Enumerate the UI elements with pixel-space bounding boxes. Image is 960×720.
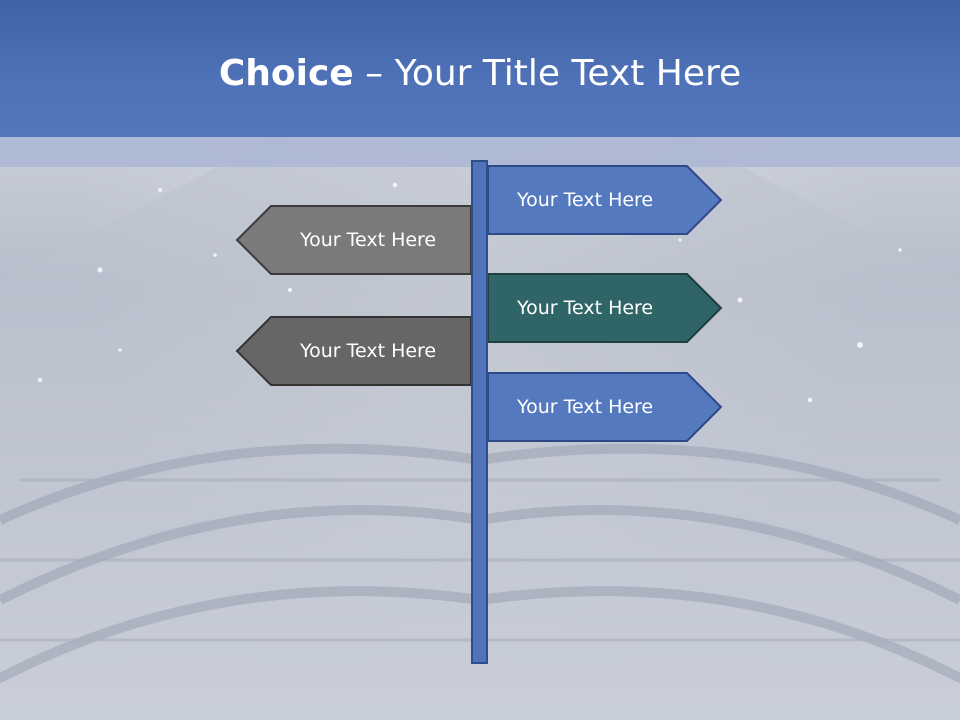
slide-title: Choice – Your Title Text Here	[0, 52, 960, 96]
sign-right-2-label: Your Text Here	[517, 297, 654, 319]
sign-left-1: Your Text Here	[235, 205, 472, 275]
sign-right-1-label: Your Text Here	[517, 189, 654, 211]
title-rest: – Your Title Text Here	[353, 53, 742, 94]
sign-right-3-label: Your Text Here	[517, 396, 654, 418]
sign-right-1: Your Text Here	[487, 165, 723, 235]
sign-right-1-shape	[487, 165, 723, 235]
sign-right-3-shape	[487, 372, 723, 442]
header-bar	[0, 0, 960, 137]
sign-right-3: Your Text Here	[487, 372, 723, 442]
signpost-pole	[471, 160, 488, 664]
sign-left-1-label: Your Text Here	[300, 229, 437, 251]
sign-right-2: Your Text Here	[487, 273, 723, 343]
sign-left-2: Your Text Here	[235, 316, 472, 386]
sign-right-2-shape	[487, 273, 723, 343]
sign-left-2-label: Your Text Here	[300, 340, 437, 362]
title-strong: Choice	[218, 53, 354, 94]
